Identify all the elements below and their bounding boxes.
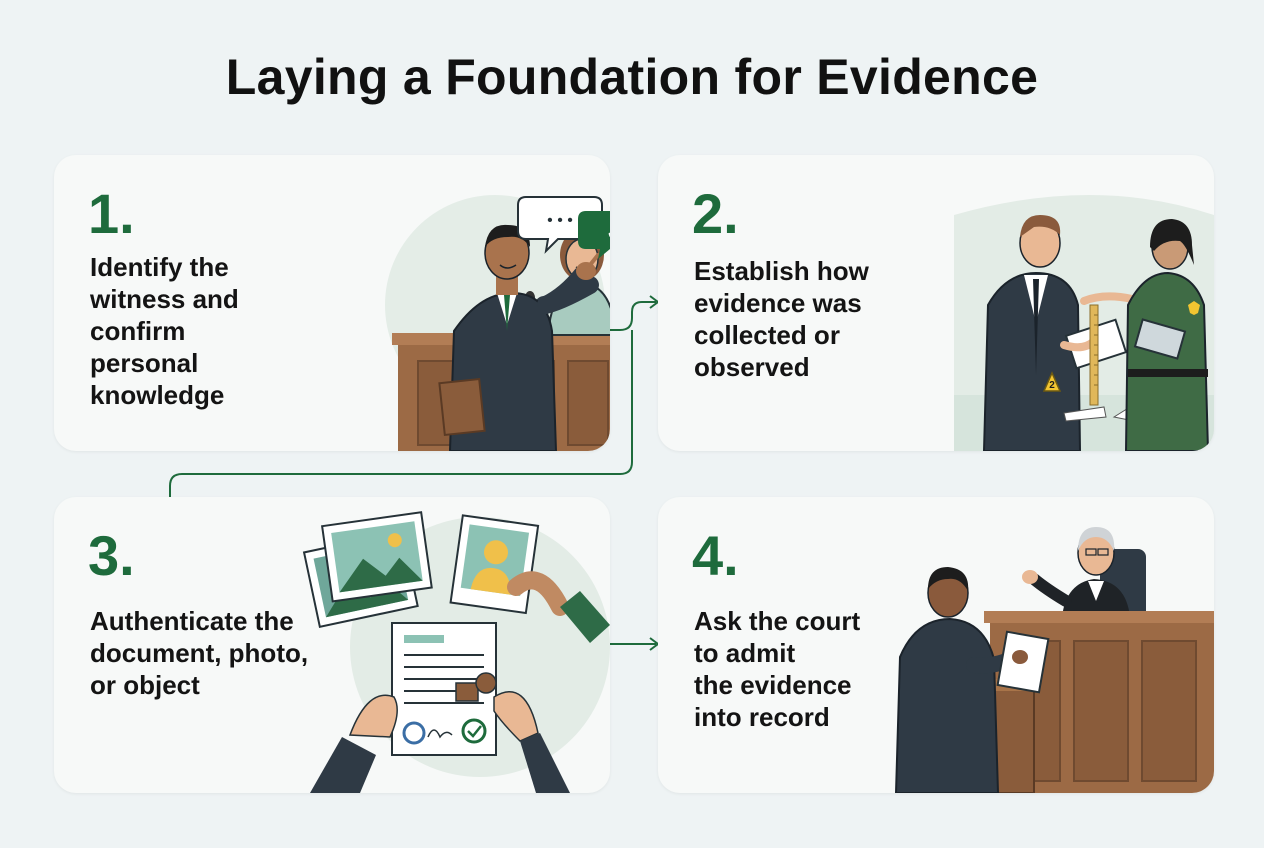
step-card-2: 2. Establish how evidence was collected … bbox=[658, 155, 1214, 451]
step-number: 4. bbox=[692, 524, 739, 587]
admit-evidence-illustration bbox=[894, 527, 1214, 793]
step-number: 1. bbox=[88, 182, 135, 245]
witness-testimony-illustration: • • • ✓ bbox=[385, 195, 610, 451]
connector-arrowhead-2 bbox=[649, 295, 660, 309]
step-text-line: knowledge bbox=[90, 380, 225, 410]
rubber-stamp-icon bbox=[455, 672, 497, 702]
step-text: Authenticate the document, photo, or obj… bbox=[90, 605, 350, 701]
attorney-figure bbox=[894, 617, 1000, 793]
police-badge-icon bbox=[1188, 301, 1200, 315]
step-number: 3. bbox=[88, 524, 135, 587]
step-card-1: 1. Identify the witness and confirm pers… bbox=[54, 155, 610, 451]
step-text-line: Establish how bbox=[694, 256, 869, 286]
step-text-line: observed bbox=[694, 352, 810, 382]
connector-1-to-2 bbox=[608, 301, 656, 331]
step-text-line: witness and bbox=[90, 284, 239, 314]
step-text-line: to admit bbox=[694, 638, 796, 668]
step-text-line: confirm bbox=[90, 316, 186, 346]
evidence-collection-illustration: 2 bbox=[954, 195, 1214, 451]
duty-belt bbox=[1128, 369, 1208, 377]
step-text: Establish how evidence was collected or … bbox=[694, 255, 924, 383]
officer-figure bbox=[1124, 271, 1210, 451]
step-number: 2. bbox=[692, 182, 739, 245]
connector-arrowhead-4 bbox=[649, 637, 660, 651]
signature bbox=[427, 729, 453, 739]
step-card-4: 4. Ask the court to admit the evidence i… bbox=[658, 497, 1214, 793]
step-text-line: document, photo, bbox=[90, 638, 309, 668]
step-text: Identify the witness and confirm persona… bbox=[90, 251, 320, 411]
step-text-line: or object bbox=[90, 670, 200, 700]
portrait-photo bbox=[449, 514, 540, 615]
step-text-line: collected or bbox=[694, 320, 840, 350]
step-text-line: personal bbox=[90, 348, 199, 378]
verified-check-icon bbox=[461, 718, 487, 744]
step-text-line: Identify the bbox=[90, 252, 229, 282]
step-text-line: into record bbox=[694, 702, 830, 732]
detective-figure bbox=[982, 271, 1082, 451]
case-folder bbox=[438, 377, 486, 437]
step-text-line: evidence was bbox=[694, 288, 862, 318]
step-text: Ask the court to admit the evidence into… bbox=[694, 605, 954, 733]
confirmation-bubble bbox=[578, 211, 610, 259]
infographic-title: Laying a Foundation for Evidence bbox=[225, 49, 1039, 105]
step-text-line: Ask the court bbox=[694, 606, 861, 636]
checkmark-icon: ✓ bbox=[606, 220, 610, 244]
speech-dots-icon: • • • bbox=[547, 212, 573, 229]
authentication-illustration bbox=[302, 511, 610, 793]
step-card-3: 3. Authenticate the document, photo, or … bbox=[54, 497, 610, 793]
officer-clipboard bbox=[1133, 318, 1187, 360]
step-text-line: Authenticate the bbox=[90, 606, 294, 636]
step-text-line: the evidence bbox=[694, 670, 852, 700]
official-seal-icon bbox=[402, 721, 426, 745]
evidence-marker bbox=[1042, 371, 1062, 392]
evidence-marker-label: 2 bbox=[1049, 380, 1055, 391]
